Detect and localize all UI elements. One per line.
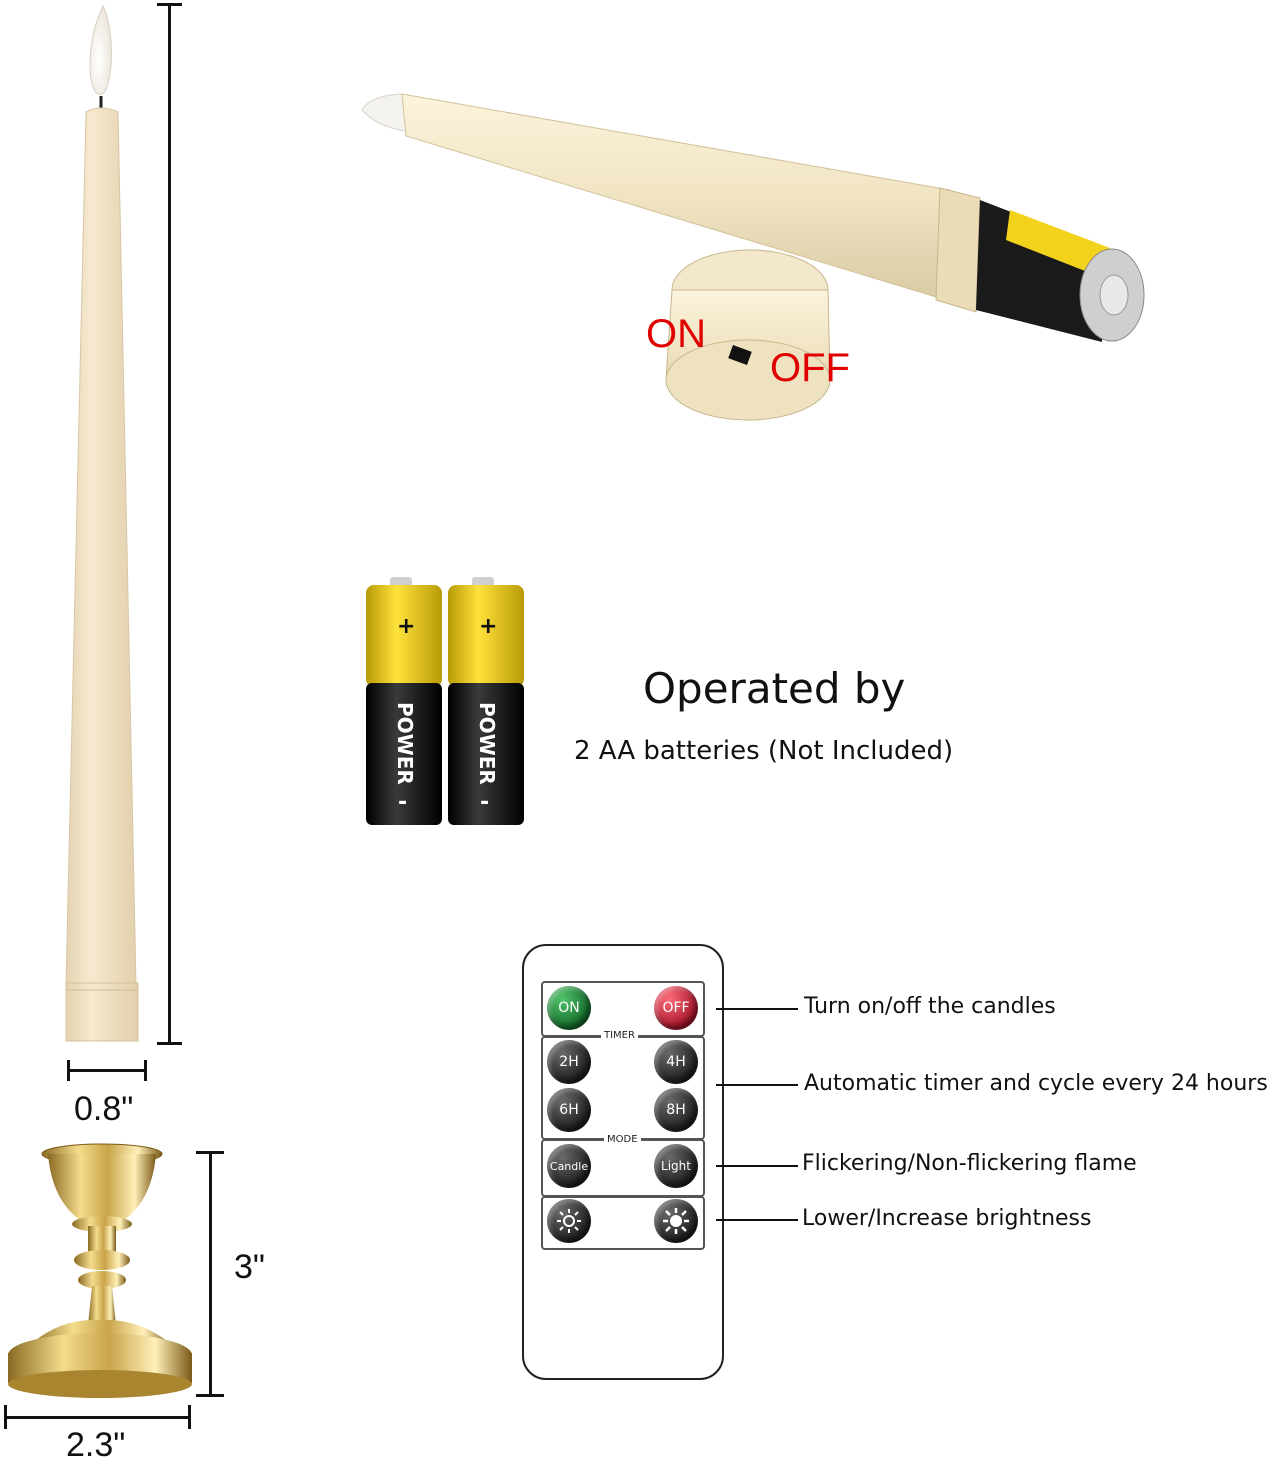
annotation-line-brightness (716, 1219, 798, 1221)
candle-height-bar (168, 4, 171, 1044)
remote-candle-button[interactable]: Candle (547, 1144, 591, 1188)
switch-off-label: OFF (770, 346, 850, 390)
remote-on-button[interactable]: ON (547, 986, 591, 1030)
remote-timer-6h-button[interactable]: 6H (547, 1088, 591, 1132)
battery-1-plus: + (397, 614, 416, 639)
battery-1 (366, 577, 442, 825)
remote-off-button[interactable]: OFF (654, 986, 698, 1030)
holder-height-bar (209, 1152, 212, 1396)
battery-2 (448, 577, 524, 825)
holder-width-cap-right (188, 1405, 191, 1429)
holder-height-cap-bottom (196, 1394, 224, 1397)
annotation-line-timer (716, 1084, 798, 1086)
battery-2-brand: POWER (475, 702, 499, 785)
holder-height-label: 3" (234, 1248, 265, 1286)
annotation-mode: Flickering/Non-flickering flame (802, 1151, 1137, 1176)
candle-width-cap-right (144, 1060, 147, 1081)
battery-1-brand: POWER (393, 702, 417, 785)
aa-batteries-illustration (366, 577, 524, 825)
holder-width-bar (5, 1416, 191, 1419)
remote-timer-title: TIMER (601, 1030, 638, 1041)
battery-2-plus: + (479, 614, 498, 639)
remote-brightness-group (541, 1196, 705, 1250)
candle-height-cap-bottom (157, 1042, 182, 1045)
candle-height-cap-top (157, 3, 182, 6)
remote-timer-2h-button[interactable]: 2H (547, 1040, 591, 1084)
battery-2-minus: - (480, 790, 490, 815)
switch-on-label: ON (646, 312, 706, 356)
sun-dim-icon (557, 1209, 581, 1233)
remote-brightness-up-button[interactable] (654, 1199, 698, 1243)
battery-title: Operated by (643, 664, 906, 713)
candle-flame (89, 4, 112, 95)
candle-width-bar (68, 1069, 146, 1072)
annotation-power: Turn on/off the candles (804, 994, 1056, 1019)
annotation-brightness: Lower/Increase brightness (802, 1206, 1092, 1231)
remote-timer-4h-button[interactable]: 4H (654, 1040, 698, 1084)
holder-width-cap-left (4, 1405, 7, 1429)
remote-timer-8h-button[interactable]: 8H (654, 1088, 698, 1132)
annotation-line-mode (716, 1165, 798, 1167)
annotation-line-power (716, 1008, 798, 1010)
candle-holder-illustration (8, 1143, 192, 1398)
sun-bright-icon (663, 1208, 689, 1234)
holder-height-cap-top (196, 1151, 224, 1154)
candle-base (65, 982, 139, 1042)
taper-candle-illustration (65, 4, 139, 1042)
power-switch-slot (728, 345, 752, 365)
candle-body (65, 107, 137, 986)
remote-light-button[interactable]: Light (654, 1144, 698, 1188)
candle-width-cap-left (67, 1060, 70, 1081)
battery-1-minus: - (398, 790, 408, 815)
candle-width-label: 0.8" (74, 1090, 134, 1128)
battery-subtitle: 2 AA batteries (Not Included) (574, 736, 954, 766)
remote-mode-title: MODE (604, 1134, 641, 1145)
remote-brightness-down-button[interactable] (547, 1199, 591, 1243)
annotation-timer: Automatic timer and cycle every 24 hours (804, 1071, 1268, 1096)
holder-width-label: 2.3" (66, 1426, 126, 1464)
battery-compartment-illustration (361, 93, 1145, 421)
